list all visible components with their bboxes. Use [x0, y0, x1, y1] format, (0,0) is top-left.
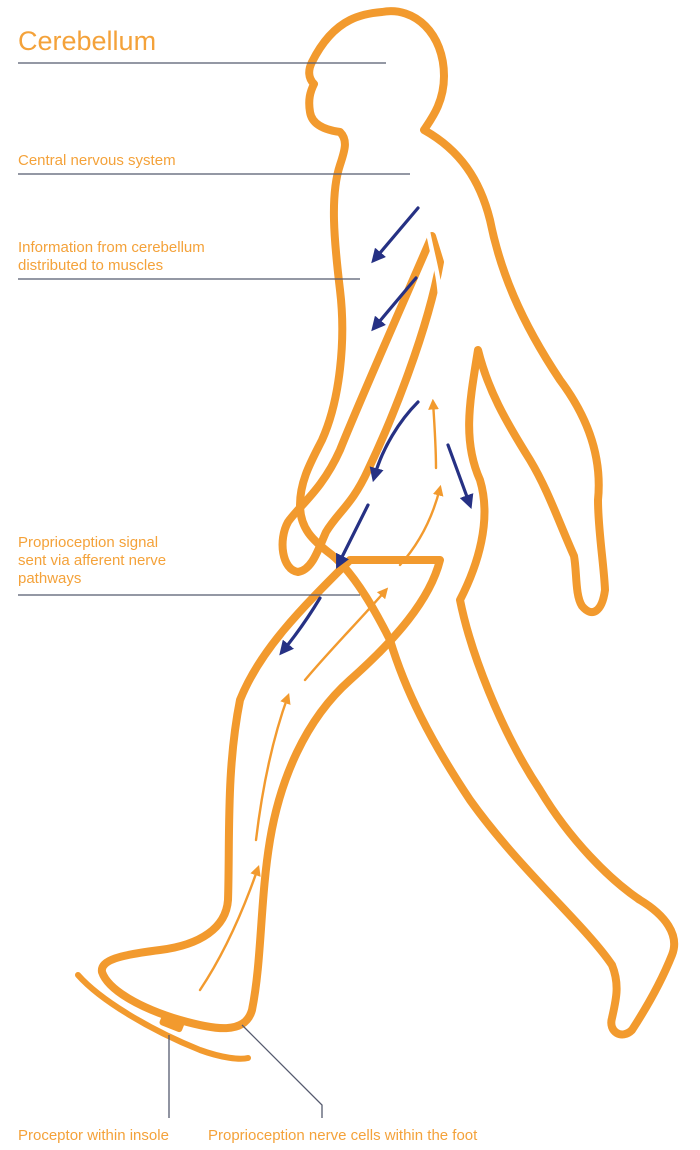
afferent-arrow	[433, 402, 436, 468]
insole	[78, 975, 248, 1059]
afferent-arrow	[400, 488, 440, 565]
label-nerve-cells: Proprioception nerve cells within the fo…	[208, 1127, 478, 1144]
label-signal-line1: Proprioception signal	[18, 534, 158, 551]
human-figure	[102, 11, 674, 1034]
label-signal-line3: pathways	[18, 570, 81, 587]
body-outline	[300, 11, 674, 1034]
label-signal-line2: sent via afferent nerve	[18, 552, 166, 569]
label-cns: Central nervous system	[18, 152, 176, 169]
efferent-arrow	[448, 445, 470, 505]
efferent-arrows	[282, 208, 470, 652]
label-proceptor: Proceptor within insole	[18, 1127, 169, 1144]
labels: Cerebellum Central nervous system Inform…	[18, 26, 478, 1144]
label-information-line1: Information from cerebellum	[18, 239, 205, 256]
efferent-arrow	[374, 208, 418, 260]
label-cerebellum: Cerebellum	[18, 26, 156, 56]
brain-outline	[345, 25, 430, 118]
leader-nerve-cells	[242, 1025, 322, 1118]
label-information-line2: distributed to muscles	[18, 257, 163, 274]
leader-lines	[18, 63, 410, 1118]
